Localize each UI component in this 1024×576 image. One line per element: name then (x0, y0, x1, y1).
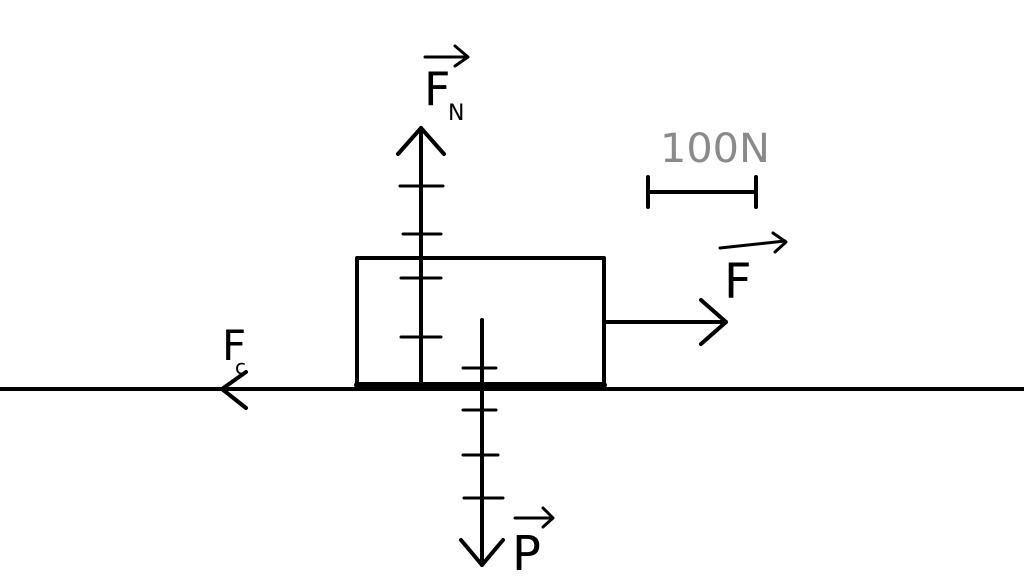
weight-vector (459, 318, 505, 567)
svg-text:N: N (448, 101, 464, 126)
friction-force-vector (220, 370, 252, 410)
normal-force-label: F N (423, 44, 470, 126)
weight-label: P (512, 506, 555, 576)
svg-text:F: F (222, 321, 246, 370)
scale-indicator: 100N (646, 126, 770, 209)
svg-text:c: c (235, 355, 246, 379)
svg-text:F: F (724, 254, 752, 310)
svg-text:F: F (424, 62, 450, 116)
normal-force-vector (396, 126, 446, 387)
applied-force-label: F (718, 231, 788, 310)
applied-force-vector (602, 298, 728, 346)
svg-text:100N: 100N (660, 126, 770, 172)
friction-force-label: F c (222, 321, 246, 379)
svg-text:P: P (512, 526, 541, 576)
